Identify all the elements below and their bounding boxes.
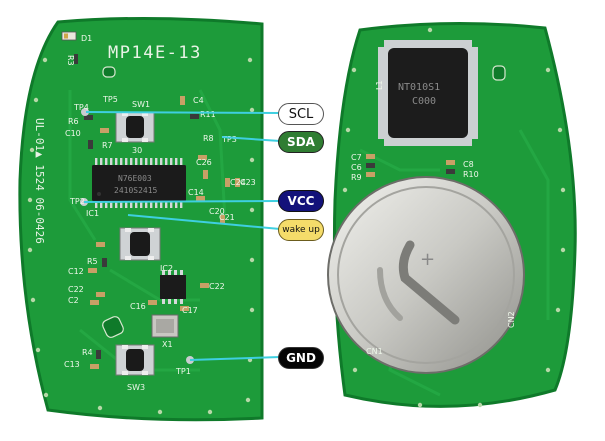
chip-marking-main: N76E003 (118, 174, 152, 183)
front-silkscreen-refs: D1 R3 TP5 TP4 SW1 C4 R6 R11 C10 R7 TP3 3… (64, 34, 256, 392)
svg-text:C22: C22 (209, 282, 225, 291)
button-sw3 (115, 344, 155, 376)
svg-text:C24: C24 (230, 178, 246, 187)
leader-gnd (189, 356, 281, 361)
svg-text:SW1: SW1 (132, 100, 150, 109)
svg-text:TP5: TP5 (102, 95, 118, 104)
svg-text:+: + (420, 249, 435, 270)
svg-text:30: 30 (132, 146, 142, 155)
svg-text:C4: C4 (193, 96, 204, 105)
label-gnd: GND (278, 347, 324, 369)
svg-text:C8: C8 (463, 160, 474, 169)
svg-text:CN1: CN1 (366, 347, 383, 356)
svg-text:C2: C2 (68, 296, 79, 305)
svg-text:C21: C21 (219, 213, 235, 222)
svg-text:C13: C13 (64, 360, 80, 369)
svg-text:L1: L1 (375, 80, 384, 90)
label-wake-up: wake up (278, 219, 324, 241)
svg-text:C20: C20 (209, 207, 225, 216)
left-side-marking: UL-01▲ 1524 06-0426 (33, 118, 46, 244)
ic2-chip (160, 275, 186, 299)
svg-text:C17: C17 (182, 306, 198, 315)
svg-text:C22: C22 (68, 285, 84, 294)
back-passives (366, 154, 455, 177)
label-sda: SDA (278, 131, 324, 153)
svg-text:TP2: TP2 (69, 197, 85, 206)
svg-text:R6: R6 (68, 117, 79, 126)
back-mount-slot (492, 65, 506, 81)
svg-text:IC2: IC2 (160, 264, 173, 273)
svg-text:TP1: TP1 (175, 367, 191, 376)
inductor-l1: NT010S1 C000 (378, 40, 478, 146)
front-board: MP14E-13 UL-01▲ 1524 06-0426 (18, 16, 264, 422)
svg-text:C23: C23 (240, 178, 256, 187)
leader-scl (85, 111, 281, 114)
coin-cell-battery-holder: + (327, 176, 525, 374)
svg-text:R9: R9 (351, 173, 362, 182)
svg-text:R8: R8 (203, 134, 214, 143)
svg-text:TP3: TP3 (221, 135, 237, 144)
leader-sda (221, 136, 281, 142)
svg-text:C12: C12 (68, 267, 84, 276)
led-d1 (61, 31, 77, 41)
front-passives (74, 54, 240, 369)
svg-text:R3: R3 (66, 55, 75, 66)
svg-text:TP4: TP4 (73, 103, 89, 112)
svg-text:R11: R11 (200, 110, 216, 119)
mount-slot-left (102, 316, 124, 338)
svg-text:X1: X1 (162, 340, 173, 349)
svg-text:C16: C16 (130, 302, 146, 311)
svg-text:D1: D1 (81, 34, 92, 43)
front-board-outline (18, 16, 264, 422)
button-sw1 (115, 111, 155, 143)
svg-text:R7: R7 (102, 141, 113, 150)
svg-text:CN2: CN2 (507, 311, 516, 328)
svg-text:C10: C10 (65, 129, 81, 138)
leader-wake-up (127, 214, 281, 230)
svg-text:C7: C7 (351, 153, 362, 162)
svg-text:R5: R5 (87, 257, 98, 266)
button-sw2 (119, 227, 161, 261)
svg-text:R10: R10 (463, 170, 479, 179)
svg-text:IC1: IC1 (86, 209, 99, 218)
inductor-marking-2: C000 (412, 96, 436, 107)
label-scl: SCL (278, 103, 324, 125)
back-board: NT010S1 C000 + C7 C6 R9 C8 R10 L1 (327, 21, 577, 408)
annotation-leader-lines (83, 111, 281, 361)
svg-text:C14: C14 (188, 188, 204, 197)
leader-vcc (83, 200, 281, 203)
svg-text:C26: C26 (196, 158, 212, 167)
chip-marking-sub: 2410S2415 (114, 186, 158, 195)
inductor-marking-1: NT010S1 (398, 82, 440, 93)
back-silkscreen-refs: C7 C6 R9 C8 R10 L1 CN2 CN1 (351, 80, 516, 356)
label-vcc: VCC (278, 190, 324, 212)
board-model-text: MP14E-13 (108, 43, 202, 63)
svg-text:R4: R4 (82, 348, 93, 357)
mount-slot-top (102, 66, 116, 78)
main-microcontroller-ic1: N76E003 2410S2415 (92, 158, 186, 208)
svg-text:SW3: SW3 (127, 383, 145, 392)
svg-text:C6: C6 (351, 163, 362, 172)
front-board-vias (27, 57, 255, 415)
